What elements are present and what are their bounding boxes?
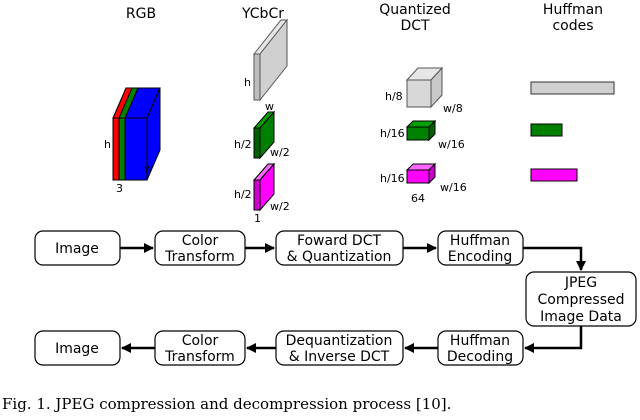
cr-plane [252,162,276,212]
enc-box-color-transform-line1: Color [182,233,219,249]
enc-box-forward-dct-line1: Foward DCT [297,233,382,249]
dec-box-image: Image [34,330,121,366]
enc-box-color-transform: Color Transform [154,230,246,266]
dct-magenta-w-label: w/16 [440,181,467,194]
cr-w-label: w/2 [270,200,290,213]
dec-box-huffman-decoding: Huffman Decoding [437,330,524,366]
dct-magenta-depth-label: 64 [411,192,425,205]
enc-box-image: Image [34,230,121,266]
dec-box-color-transform: Color Transform [154,330,246,366]
enc-box-huffman-encoding-line2: Encoding [448,249,513,265]
header-dct-line2: DCT [400,18,430,34]
dec-box-dequantization-line1: Dequantization [286,333,393,349]
y-h-label: h [244,76,251,89]
dec-box-dequantization-line2: & Inverse DCT [289,349,390,365]
dct-block-gray [405,66,444,109]
huffman-bar-gray [530,81,615,95]
enc-box-huffman-encoding: Huffman Encoding [437,230,524,266]
dct-gray-w-label: w/8 [443,102,463,115]
arrow-enc-to-jpeg [523,246,586,271]
rgb-w-label: w [144,162,153,175]
dec-box-dequantization: Dequantization & Inverse DCT [275,330,404,366]
cr-h-label: h/2 [234,188,252,201]
dec-box-color-transform-line1: Color [182,333,219,349]
cb-h-label: h/2 [234,138,252,151]
rgb-depth-label: 3 [116,182,123,195]
header-huffman-line2: codes [552,18,593,34]
header-huffman-line1: Huffman [543,2,603,18]
y-plane [252,18,289,102]
dec-box-huffman-decoding-line2: Decoding [447,349,513,365]
dec-box-image-label: Image [55,341,99,357]
dct-magenta-h-label: h/16 [380,172,405,185]
jpeg-data-line1: JPEG [564,275,597,291]
dec-box-huffman-decoding-line1: Huffman [450,333,510,349]
huffman-bar-magenta [530,168,578,182]
figure-caption: Fig. 1. JPEG compression and decompressi… [2,395,451,413]
enc-box-image-label: Image [55,241,99,257]
enc-box-forward-dct-line2: & Quantization [287,249,392,265]
header-rgb: RGB [126,6,156,22]
dct-green-h-label: h/16 [380,127,405,140]
enc-box-forward-dct: Foward DCT & Quantization [275,230,404,266]
rgb-blue-face [124,117,148,181]
header-ycbcr: YCbCr [241,6,284,22]
dct-block-magenta [405,162,437,185]
huffman-bar-green [530,123,563,137]
rgb-h-label: h [104,138,111,151]
jpeg-data-line3: Image Data [540,309,622,325]
cr-depth-label: 1 [254,212,261,225]
dec-box-color-transform-line2: Transform [164,349,235,365]
header-dct-line1: Quantized [379,2,451,18]
enc-box-color-transform-line2: Transform [164,249,235,265]
rgb-stack [112,87,161,181]
dct-gray-h-label: h/8 [385,90,403,103]
dct-block-green [405,119,437,142]
enc-box-huffman-encoding-line1: Huffman [450,233,510,249]
y-w-label: w [265,100,274,113]
arrow-jpeg-to-dec [524,326,583,353]
dct-green-w-label: w/16 [438,138,465,151]
jpeg-data-box: JPEG Compressed Image Data [525,271,637,327]
cb-w-label: w/2 [270,146,290,159]
cb-plane [252,110,276,160]
jpeg-data-line2: Compressed [537,292,624,308]
